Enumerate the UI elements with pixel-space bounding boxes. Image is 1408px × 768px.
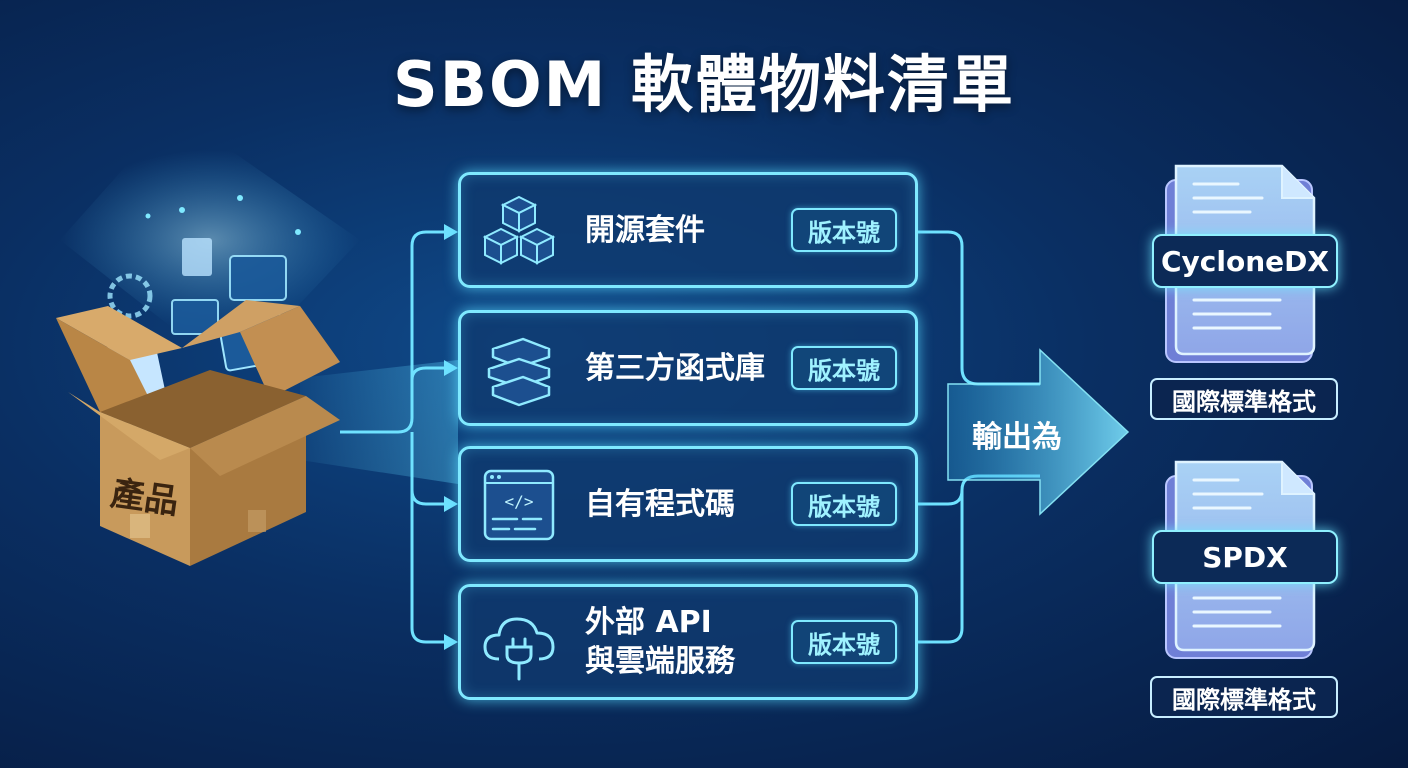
component-label-line: 第三方函式庫 [585, 350, 765, 386]
input-connectors [340, 230, 446, 644]
version-badge: 版本號 [791, 620, 897, 664]
standard-badge: 國際標準格式 [1150, 378, 1338, 420]
format-cyclonedx: CycloneDX [1152, 234, 1338, 288]
component-third-party-library: 第三方函式庫 版本號 [458, 310, 918, 426]
component-label: 第三方函式庫 [585, 313, 805, 423]
blocks-icon [482, 195, 556, 265]
output-arrow [947, 348, 1130, 516]
standard-badge: 國際標準格式 [1150, 676, 1338, 718]
format-spdx: SPDX [1152, 530, 1338, 584]
version-badge: 版本號 [791, 482, 897, 526]
connector-arrowheads [444, 224, 458, 650]
component-label-line: 自有程式碼 [585, 486, 735, 522]
component-in-house-code: </> 自有程式碼 版本號 [458, 446, 918, 562]
version-badge: 版本號 [791, 346, 897, 390]
svg-text:</>: </> [505, 492, 534, 511]
component-label-line: 與雲端服務 [585, 644, 735, 679]
component-open-source: 開源套件 版本號 [458, 172, 918, 288]
books-icon [487, 337, 551, 407]
component-label-line: 外部 API [585, 605, 712, 640]
page-title: SBOM 軟體物料清單 [393, 48, 1015, 121]
open-box-icon [56, 195, 340, 566]
component-label: 自有程式碼 [585, 449, 805, 559]
cloud-plug-icon [483, 617, 555, 681]
component-label: 開源套件 [585, 175, 805, 285]
component-external-api-cloud: 外部 API 與雲端服務 版本號 [458, 584, 918, 700]
component-label: 外部 API 與雲端服務 [585, 587, 805, 697]
code-window-icon: </> [483, 469, 555, 541]
component-label-line: 開源套件 [585, 212, 705, 248]
output-label: 輸出為 [972, 420, 1062, 455]
version-badge: 版本號 [791, 208, 897, 252]
light-beam [300, 360, 458, 484]
